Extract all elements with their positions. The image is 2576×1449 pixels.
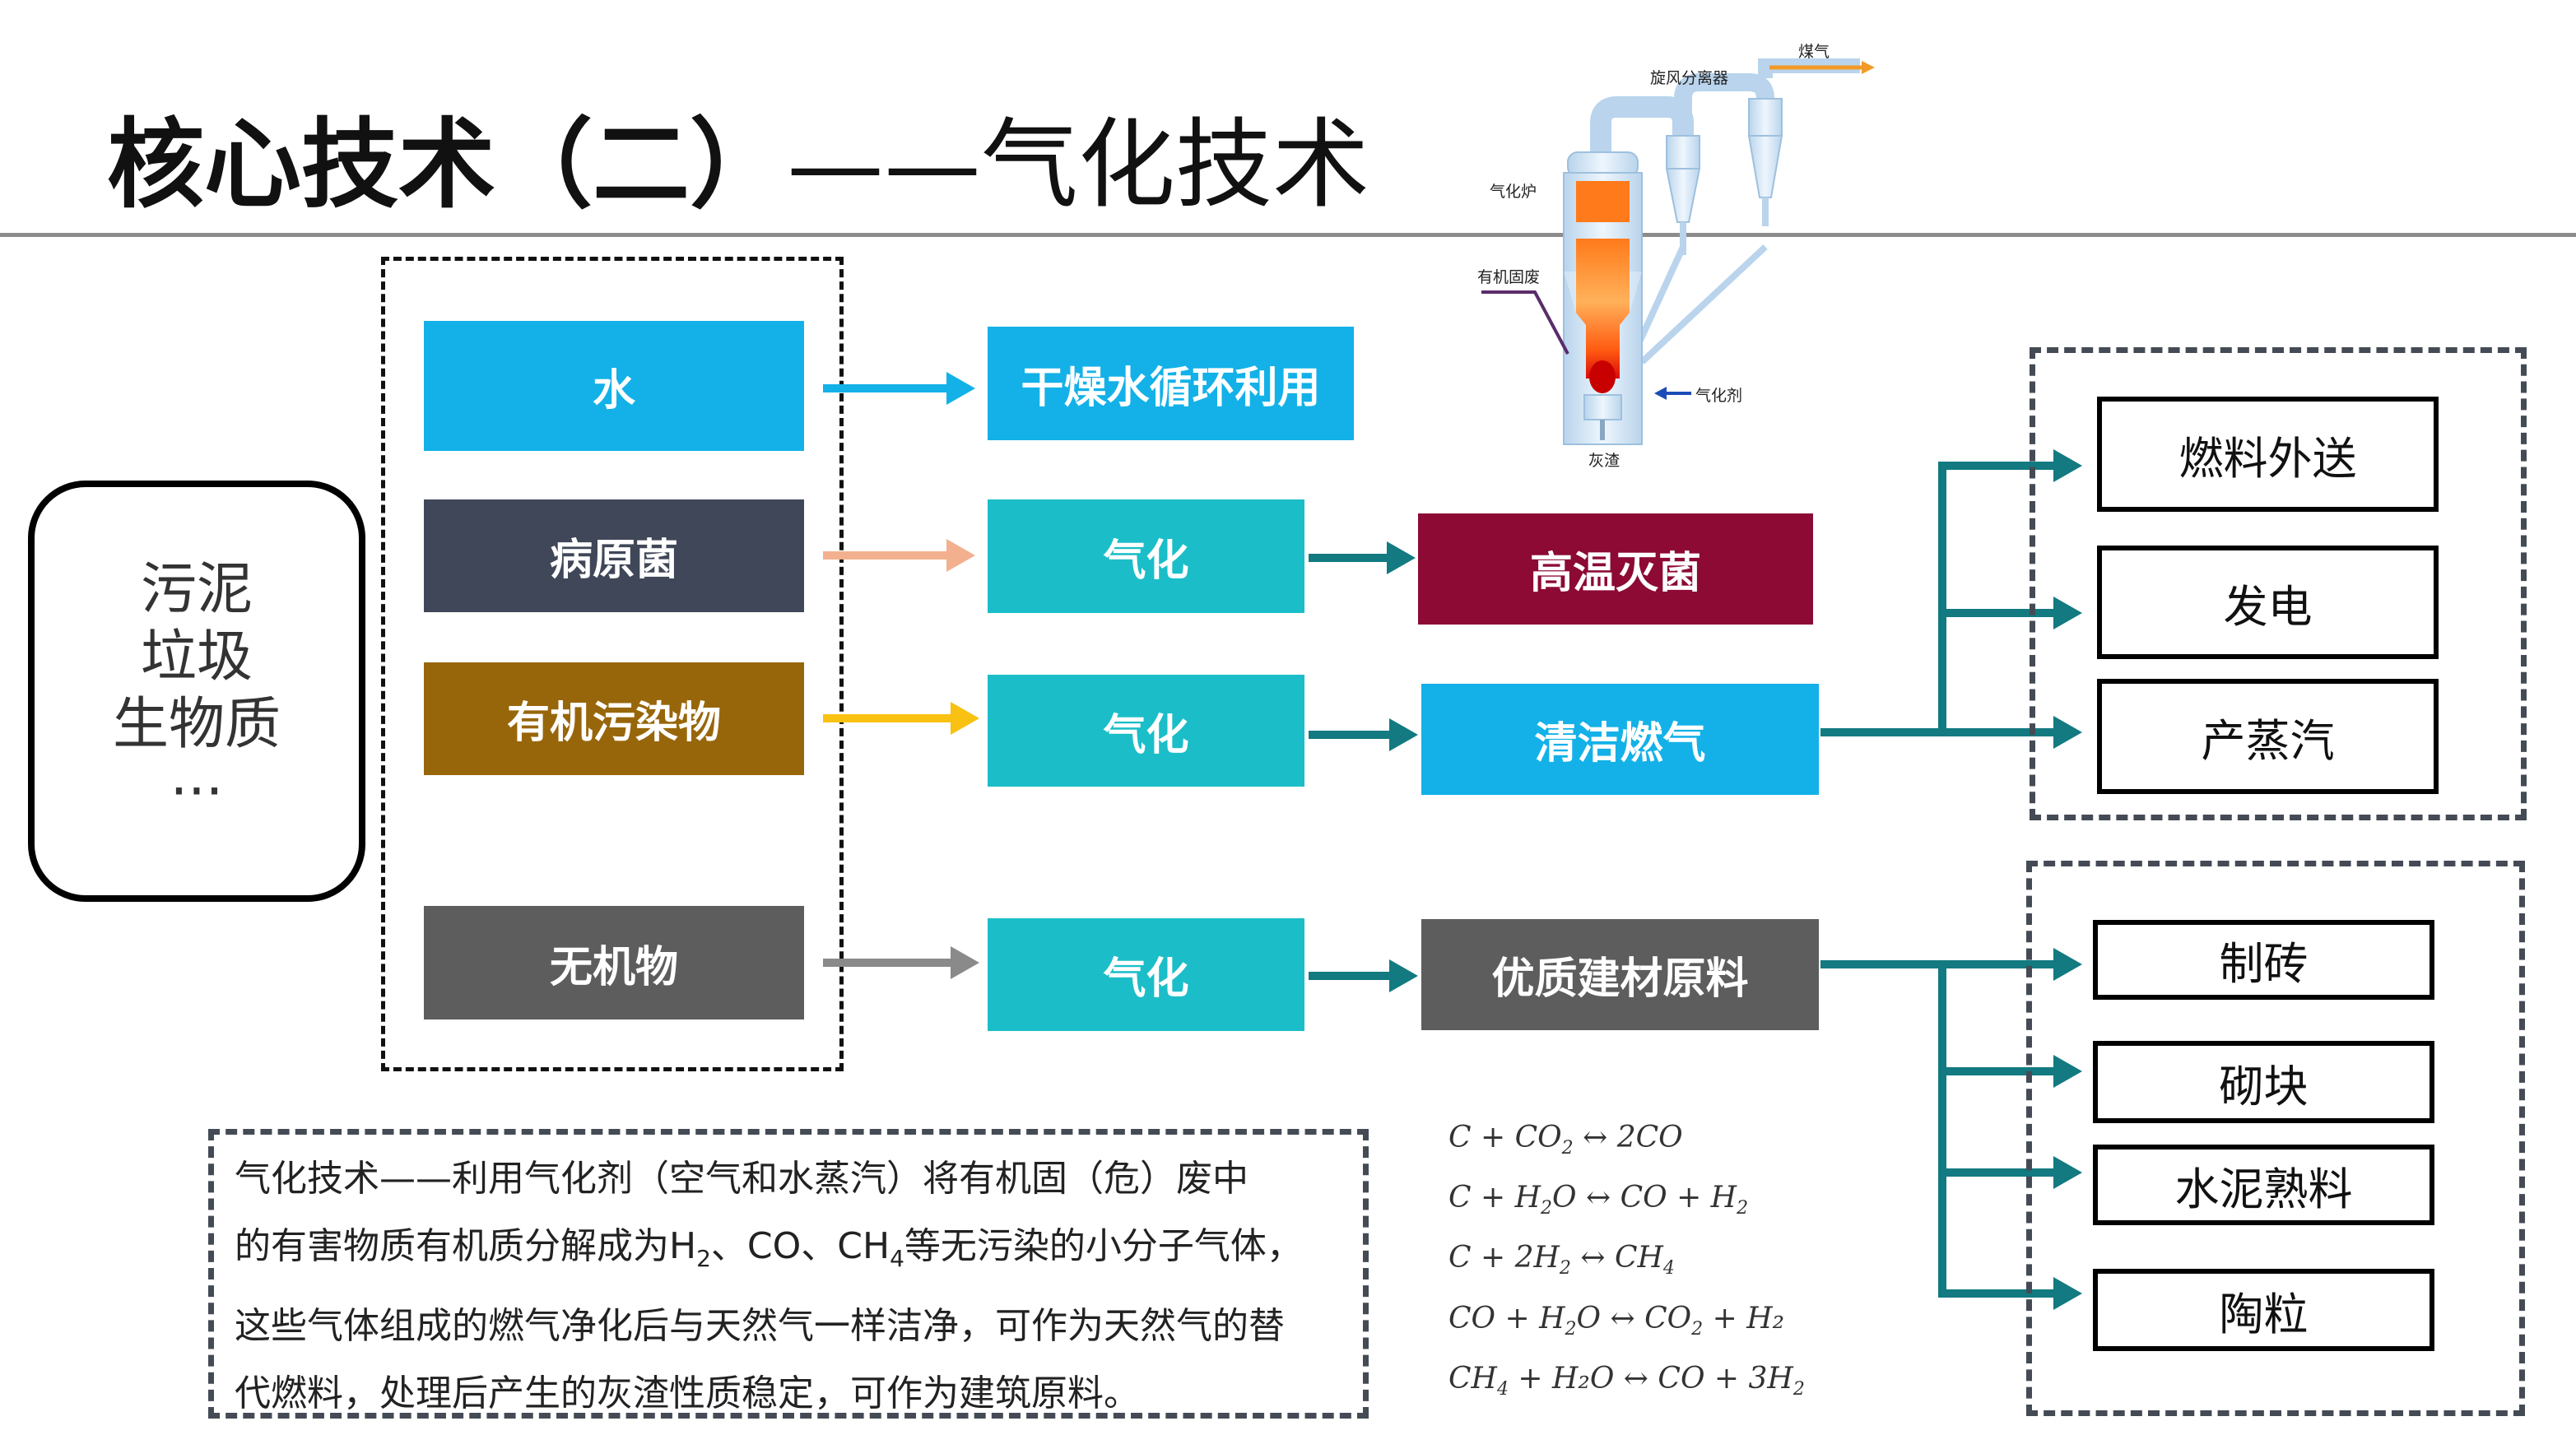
title-bold: 核心技术（二） (107, 108, 788, 221)
eq3-a: C + 2H (1448, 1241, 1560, 1275)
description-line-2: 的有害物质有机质分解成为H2、CO、CH4等无污染的小分子气体， (235, 1213, 1354, 1293)
arrow-gasify-building (1309, 959, 1418, 992)
page-title: 核心技术（二）——气化技术 (107, 107, 1369, 222)
eq2-b: O ↔ CO + H (1552, 1181, 1737, 1214)
component-organic: 有机污染物 (424, 662, 804, 775)
arrow-gasify-sterilize (1309, 541, 1416, 574)
process-gasify-2: 气化 (988, 675, 1304, 787)
description-line-2-pre: 的有害物质有机质分解成为H (235, 1225, 697, 1267)
process-gasify-3: 气化 (988, 918, 1304, 1031)
description-line-4-text: 代燃料，处理后产生的灰渣性质稳定，可作为建筑原料。 (235, 1372, 1140, 1414)
source-line-3: 生物质 (112, 692, 281, 757)
eq1-as: 2 (1561, 1138, 1574, 1159)
description-line-3: 这些气体组成的燃气净化后与天然气一样洁净，可作为天然气的替 (235, 1293, 1354, 1360)
eq2-bs: 2 (1737, 1198, 1749, 1219)
description-line-1: 气化技术——利用气化剂（空气和水蒸汽）将有机固（危）废中 (235, 1145, 1354, 1213)
component-inorganic: 无机物 (424, 906, 804, 1019)
eq4-b: O ↔ CO (1576, 1302, 1692, 1335)
use-block: 砌块 (2093, 1041, 2434, 1123)
description-box (208, 1129, 1369, 1419)
source-line-4: ··· (170, 759, 224, 824)
use-power: 发电 (2097, 546, 2439, 659)
eq5-bs: 2 (1793, 1379, 1805, 1400)
label-gasifier: 气化炉 (1490, 183, 1537, 201)
process-sterilize: 高温灭菌 (1418, 513, 1813, 625)
eq1-a: C + CO (1448, 1121, 1562, 1154)
process-gasify-1: 气化 (988, 499, 1304, 613)
eq4-bs: 2 (1691, 1319, 1704, 1340)
arrow-tree-building (1820, 948, 2082, 1310)
source-box: 污泥 垃圾 生物质 ··· (28, 481, 365, 902)
description-line-2-sub-1: 2 (696, 1244, 711, 1272)
arrow-pathogen (823, 539, 975, 572)
title-normal: ——气化技术 (787, 108, 1370, 221)
arrow-water (823, 372, 975, 405)
label-ash: 灰渣 (1588, 452, 1620, 470)
arrow-inorganic (823, 946, 979, 979)
eq3-as: 2 (1559, 1258, 1571, 1279)
eq4-as: 2 (1565, 1319, 1577, 1340)
eq2-a: C + H (1448, 1181, 1541, 1214)
process-building-material: 优质建材原料 (1421, 919, 1819, 1030)
equation-3: C + 2H2 ↔ CH4 (1448, 1241, 1675, 1279)
source-line-2: 垃圾 (140, 625, 253, 690)
eq4-a: CO + H (1448, 1302, 1565, 1335)
arrow-gasify-clean-gas (1309, 718, 1418, 751)
eq2-as: 2 (1541, 1198, 1552, 1219)
description-line-2-sub-2: 4 (890, 1244, 904, 1272)
eq5-b: + H₂O ↔ CO + 3H (1508, 1362, 1793, 1396)
description-text: 气化技术——利用气化剂（空气和水蒸汽）将有机固（危）废中 的有害物质有机质分解成… (235, 1145, 1354, 1428)
use-steam: 产蒸汽 (2097, 679, 2439, 794)
description-line-4: 代燃料，处理后产生的灰渣性质稳定，可作为建筑原料。 (235, 1360, 1354, 1428)
component-water: 水 (424, 321, 804, 451)
eq1-b: ↔ 2CO (1573, 1121, 1683, 1154)
label-agent: 气化剂 (1695, 387, 1743, 405)
use-cement-clinker: 水泥熟料 (2093, 1145, 2434, 1225)
process-dry-water: 干燥水循环利用 (988, 327, 1354, 440)
use-ceramsite: 陶粒 (2093, 1269, 2434, 1351)
arrow-organic (823, 702, 979, 735)
label-feed: 有机固废 (1477, 268, 1541, 286)
eq3-bs: 4 (1662, 1258, 1675, 1279)
process-clean-gas: 清洁燃气 (1421, 684, 1819, 795)
label-cyclone: 旋风分离器 (1650, 69, 1729, 87)
gas-uses-group (2030, 347, 2527, 820)
equation-5: CH4 + H₂O ↔ CO + 3H2 (1448, 1362, 1805, 1400)
description-line-2-post: 等无污染的小分子气体， (904, 1225, 1303, 1267)
eq5-a: CH (1448, 1362, 1497, 1396)
eq3-b: ↔ CH (1570, 1241, 1663, 1275)
description-line-3-text: 这些气体组成的燃气净化后与天然气一样洁净，可作为天然气的替 (235, 1304, 1285, 1347)
use-brick: 制砖 (2093, 920, 2434, 1000)
eq4-c: + H₂ (1703, 1302, 1785, 1335)
source-line-1: 污泥 (140, 557, 253, 622)
label-gas-out: 煤气 (1798, 43, 1830, 61)
eq5-as: 4 (1496, 1379, 1509, 1400)
title-divider (0, 233, 2576, 237)
equation-2: C + H2O ↔ CO + H2 (1448, 1181, 1748, 1219)
description-line-1-text: 气化技术——利用气化剂（空气和水蒸汽）将有机固（危）废中 (235, 1158, 1248, 1200)
description-line-2-mid: 、CO、CH (710, 1225, 890, 1267)
equation-4: CO + H2O ↔ CO2 + H₂ (1448, 1302, 1784, 1340)
equation-1: C + CO2 ↔ 2CO (1448, 1121, 1683, 1159)
material-uses-group (2026, 861, 2525, 1416)
components-group (381, 257, 844, 1071)
use-fuel-delivery: 燃料外送 (2097, 397, 2439, 512)
component-pathogen: 病原菌 (424, 499, 804, 612)
